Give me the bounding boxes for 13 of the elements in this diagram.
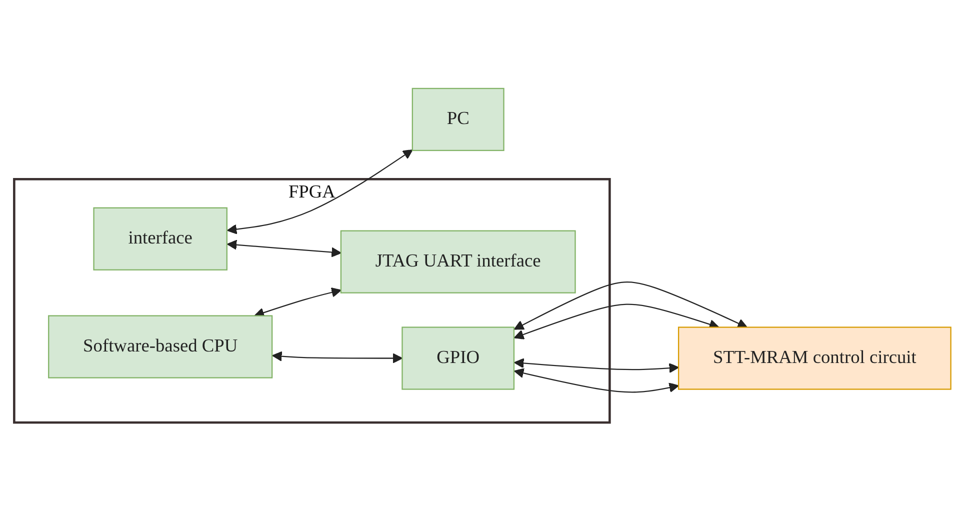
arrow xyxy=(514,368,679,393)
arrow xyxy=(272,351,403,364)
arrow xyxy=(226,149,413,234)
node-box: PC xyxy=(412,88,504,152)
arrow xyxy=(514,282,748,330)
node-box: JTAG UART interface xyxy=(340,230,576,294)
node-box: GPIO xyxy=(402,326,515,390)
arrow xyxy=(226,240,342,258)
node-box: Software-based CPU xyxy=(48,315,273,378)
arrow xyxy=(514,304,720,340)
node-box: STT-MRAM control circuit xyxy=(678,326,952,390)
node-box: interface xyxy=(93,207,228,270)
arrow xyxy=(514,358,679,374)
